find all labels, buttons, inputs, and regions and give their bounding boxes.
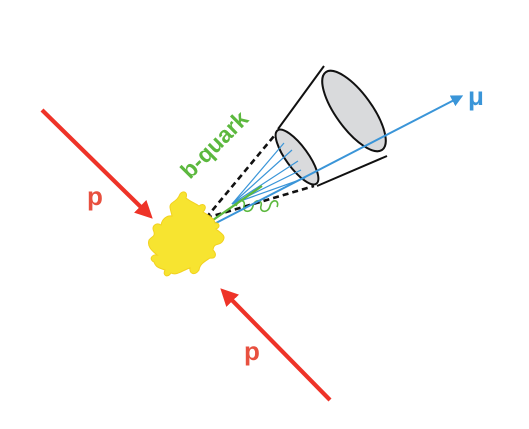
proton-bottom-label: p xyxy=(244,336,260,366)
outer-cone-side-lower xyxy=(316,155,388,187)
inner-cone-cap xyxy=(274,128,320,186)
inner-cone-edge-lower xyxy=(205,184,315,220)
muon-track xyxy=(182,95,464,241)
proton-beam-bottom xyxy=(220,288,332,402)
inner-cone-edge-upper xyxy=(204,129,281,219)
b-quark-label: b-quark xyxy=(175,105,253,183)
proton-top-label: p xyxy=(87,181,103,211)
collision-starburst-icon xyxy=(148,191,225,277)
outer-cone-side-upper xyxy=(277,65,325,130)
proton-beam-top xyxy=(40,108,153,219)
outer-cone-cap xyxy=(321,69,387,153)
muon-label: μ xyxy=(468,81,484,111)
